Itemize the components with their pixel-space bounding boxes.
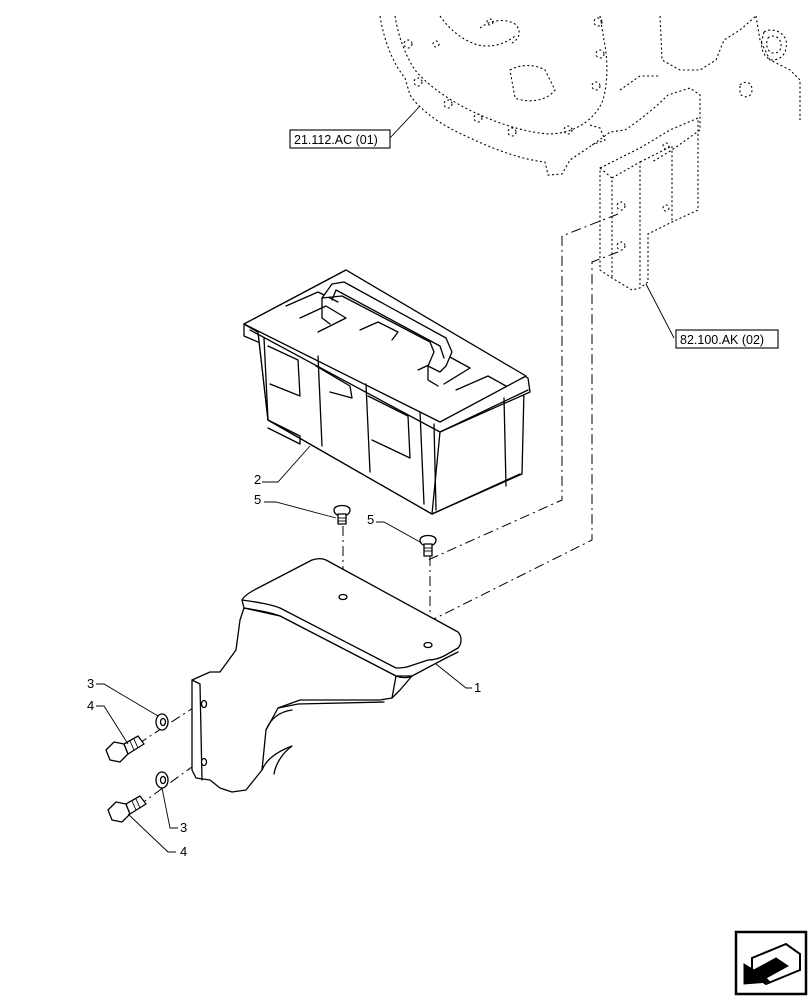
battery-mount bbox=[191, 557, 462, 793]
callout-washer-lower-number: 3 bbox=[180, 820, 187, 835]
callout-mount-number: 1 bbox=[474, 680, 481, 695]
gearbox-ref-label: 21.112.AC (01) bbox=[289, 105, 421, 149]
bracket-ref-label: 82.100.AK (02) bbox=[645, 283, 779, 349]
callout-screw-left: 5 bbox=[254, 492, 337, 519]
bolt-upper bbox=[105, 735, 145, 763]
callout-screw-left-number: 5 bbox=[254, 492, 261, 507]
battery bbox=[243, 269, 531, 515]
callout-bolt-upper: 4 bbox=[87, 698, 129, 745]
washer-upper bbox=[155, 713, 169, 731]
gearbox-housing bbox=[379, 15, 801, 176]
arrow-return-icon[interactable] bbox=[734, 930, 808, 996]
callout-washer-upper-number: 3 bbox=[87, 676, 94, 691]
gearbox-ref-text: 21.112.AC (01) bbox=[294, 133, 378, 147]
callout-screw-right: 5 bbox=[367, 512, 421, 543]
callout-mount: 1 bbox=[435, 663, 481, 695]
side-bracket bbox=[599, 117, 699, 291]
callout-bolt-lower: 4 bbox=[127, 813, 187, 859]
washer-lower bbox=[155, 771, 169, 789]
callout-battery-number: 2 bbox=[254, 472, 261, 487]
callout-washer-upper: 3 bbox=[87, 676, 159, 717]
housing-holes bbox=[403, 17, 605, 137]
screw-right bbox=[419, 534, 437, 557]
bracket-ref-text: 82.100.AK (02) bbox=[680, 333, 764, 347]
callout-bolt-upper-number: 4 bbox=[87, 698, 94, 713]
screw-left bbox=[333, 504, 351, 525]
bolt-lower bbox=[107, 795, 147, 823]
callout-battery: 2 bbox=[254, 445, 311, 487]
callout-bolt-lower-number: 4 bbox=[180, 844, 187, 859]
callout-washer-lower: 3 bbox=[161, 787, 187, 835]
callout-screw-right-number: 5 bbox=[367, 512, 374, 527]
